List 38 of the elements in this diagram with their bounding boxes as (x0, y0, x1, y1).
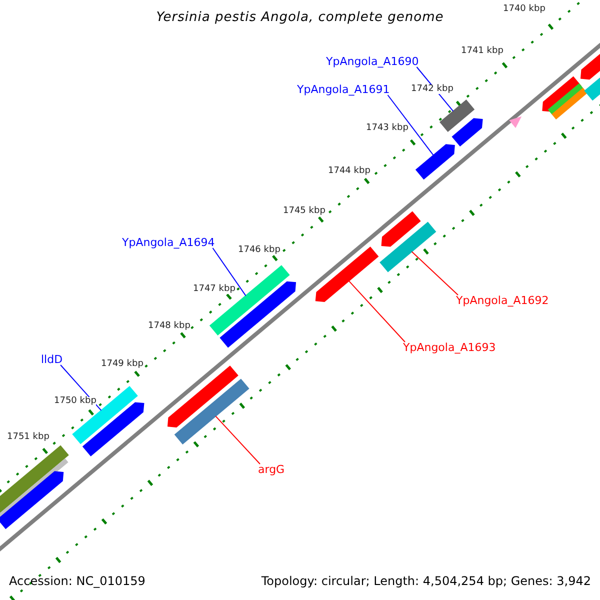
gene-segment (0, 471, 64, 530)
gene-segment (381, 211, 421, 247)
gene-segment (315, 246, 379, 302)
gene-label: YpAngola_A1694 (122, 237, 215, 248)
scale-label: 1746 kbp (238, 246, 280, 255)
gene-label: YpAngola_A1691 (297, 84, 390, 95)
leader-line (348, 280, 406, 342)
scale-label: 1750 kbp (54, 397, 96, 406)
gene-label: YpAngola_A1693 (403, 342, 496, 353)
footer-text: Accession: NC_010159 (9, 575, 146, 587)
leader-line (387, 94, 434, 156)
gene-segment (415, 144, 455, 180)
leader-line (411, 251, 458, 296)
gene-segment (220, 281, 296, 348)
scale-label: 1742 kbp (411, 85, 454, 94)
scale-label: 1741 kbp (461, 47, 504, 56)
gene-segment (174, 378, 250, 444)
scale-label: 1747 kbp (193, 285, 236, 294)
scale-label: 1748 kbp (148, 322, 190, 331)
gene-label: YpAngola_A1690 (326, 56, 419, 67)
gene-segment (440, 100, 475, 132)
scale-label: 1745 kbp (283, 207, 326, 216)
scale-label: 1751 kbp (7, 433, 50, 442)
gene-label: YpAngola_A1692 (456, 295, 549, 306)
scale-label: 1744 kbp (328, 167, 370, 176)
footer-text: Topology: circular; Length: 4,504,254 bp; Genes: 3,942 (261, 575, 591, 587)
scale-label: 1749 kbp (101, 360, 144, 369)
scale-label: 1743 kbp (366, 124, 408, 133)
gene-label: argG (258, 464, 285, 475)
gene-segment (552, 88, 588, 120)
leader-line (212, 248, 246, 296)
gene-segment (380, 222, 436, 272)
gene-segment (167, 366, 238, 428)
scale-label: 1740 kbp (503, 5, 546, 14)
leader-line (215, 416, 260, 464)
gene-segment (452, 118, 483, 146)
title: Yersinia pestis Angola, complete genome (155, 11, 445, 24)
gene-label: lldD (41, 354, 63, 365)
